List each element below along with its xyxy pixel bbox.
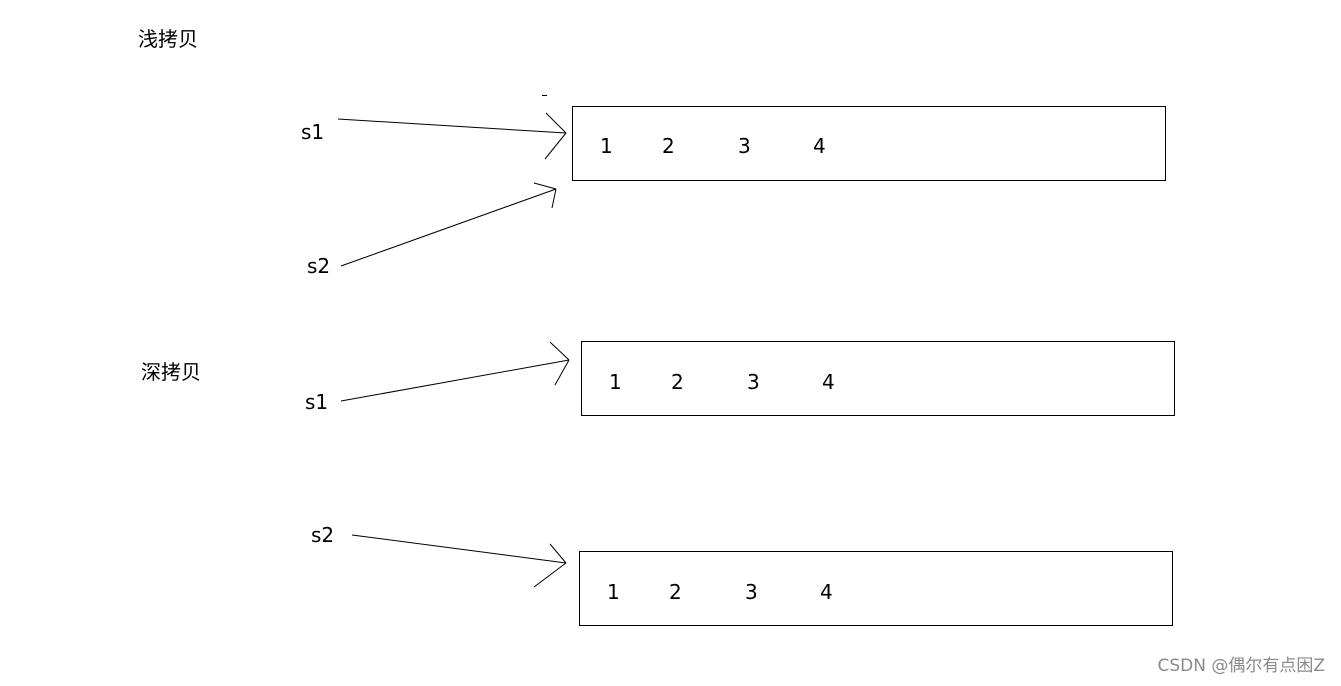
csdn-watermark: CSDN @偶尔有点困Z	[1157, 656, 1325, 676]
shallow-cell-4: 4	[813, 134, 826, 158]
deep2-cell-1: 1	[607, 580, 620, 604]
shallow-s2-label: s2	[307, 254, 331, 278]
shallow-cell-3: 3	[738, 134, 751, 158]
deep-s1-label: s1	[305, 390, 329, 414]
shallow-array-box: 1 2 3 4	[572, 106, 1166, 181]
deep1-cell-4: 4	[822, 370, 835, 394]
stray-mark	[542, 95, 547, 96]
deep1-cell-2: 2	[671, 370, 684, 394]
arrow-shallow-s2	[340, 182, 557, 267]
arrow-shallow-s1	[337, 112, 567, 160]
deep2-cell-4: 4	[820, 580, 833, 604]
arrow-deep-s2	[351, 534, 567, 588]
deep-s2-label: s2	[311, 523, 335, 547]
deep2-cell-2: 2	[669, 580, 682, 604]
deep-array-box-1: 1 2 3 4	[581, 341, 1175, 416]
deep1-cell-1: 1	[609, 370, 622, 394]
deep-copy-title: 深拷贝	[141, 360, 201, 384]
shallow-cell-1: 1	[600, 134, 613, 158]
shallow-cell-2: 2	[662, 134, 675, 158]
deep1-cell-3: 3	[747, 370, 760, 394]
shallow-s1-label: s1	[301, 120, 325, 144]
arrow-deep-s1	[340, 341, 570, 402]
deep-array-box-2: 1 2 3 4	[579, 551, 1173, 626]
deep2-cell-3: 3	[745, 580, 758, 604]
shallow-copy-title: 浅拷贝	[138, 27, 198, 51]
